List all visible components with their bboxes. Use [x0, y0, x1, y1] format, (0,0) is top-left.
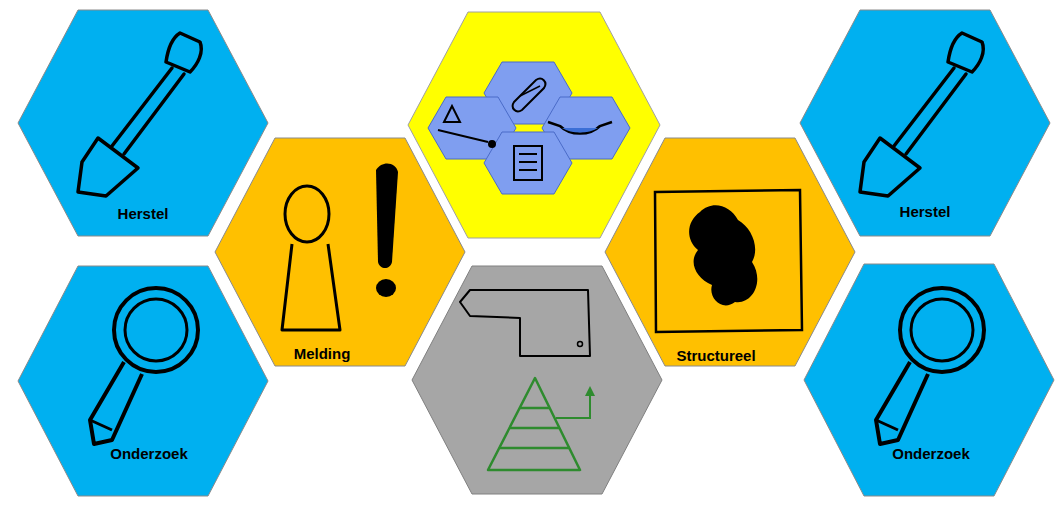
hexagon-node: Onderzoek: [804, 264, 1054, 496]
hexagon-node: Onderzoek: [18, 266, 268, 496]
hexagon-shape: [18, 266, 268, 496]
pipe-symbol: [513, 79, 546, 112]
node-label: Melding: [294, 345, 351, 362]
shovel-right: [860, 33, 983, 196]
cleaver-symbol: [460, 290, 590, 356]
hexagon-outline: [604, 137, 856, 367]
node-label: Onderzoek: [892, 445, 970, 462]
mini-hexagon: [542, 97, 630, 159]
ditch-water: [562, 128, 598, 133]
ditch-symbol: [548, 122, 612, 134]
document-symbol: [514, 146, 542, 180]
growth-arrow: [556, 392, 590, 418]
exclamation-bar: [376, 163, 398, 268]
node-label: Herstel: [900, 203, 951, 220]
hexagon-shape: [18, 10, 268, 236]
frame-square: [655, 190, 802, 332]
mini-hexagon: [484, 62, 572, 124]
center-hexagon: [408, 12, 660, 238]
mini-hexagon: [428, 97, 516, 159]
person-body: [282, 244, 340, 330]
pyramid-layers: [500, 408, 570, 448]
grey-hexagon: [412, 266, 662, 494]
stain-blob: [689, 205, 757, 305]
hexagon-node: Herstel: [18, 10, 268, 236]
node-label: Structureel: [676, 347, 755, 364]
hexagon-outline: [17, 9, 269, 237]
hexagon-outline: [799, 9, 1051, 237]
valve-symbol: [438, 106, 488, 142]
valve-knob: [488, 140, 496, 148]
hexagon-shape: [605, 138, 855, 366]
exclamation-dot: [376, 279, 396, 297]
cleaver-pyramid-icon: [460, 290, 595, 470]
hexagon-node: Herstel: [800, 10, 1050, 236]
mini-hexagon: [484, 132, 572, 194]
hexagon-outline: [214, 137, 466, 367]
hexagon-shape: [800, 10, 1050, 236]
node-label: Herstel: [118, 205, 169, 222]
cleaver-hole: [578, 342, 583, 347]
growth-arrowhead: [585, 386, 595, 396]
pipe-line: [520, 86, 540, 96]
document-lines: [519, 154, 537, 170]
hexagon-shape: [804, 264, 1054, 496]
hexagon-shape: [215, 138, 465, 366]
person-alert-icon: [282, 163, 398, 330]
small-hexagons: [428, 62, 630, 194]
structural-icon: [655, 190, 802, 332]
hexagon-node: Melding: [215, 138, 465, 366]
person-head: [285, 186, 329, 242]
node-label: Onderzoek: [110, 445, 188, 462]
hexagon-node: Structureel: [605, 138, 855, 366]
magnifier-right: [876, 288, 984, 444]
shovel-left: [78, 33, 201, 196]
hexagon-outline: [17, 265, 269, 497]
pyramid-outline: [488, 378, 580, 470]
magnifier-left: [90, 288, 198, 444]
